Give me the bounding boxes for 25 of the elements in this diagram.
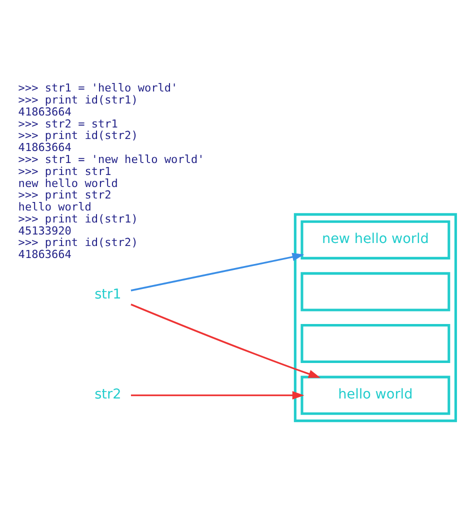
label: >>> print id(str2) xyxy=(18,236,138,250)
label: 41863664 xyxy=(18,248,72,262)
label: >>> print str1 xyxy=(18,164,112,178)
label: >>> str1 = 'hello world' xyxy=(18,82,178,95)
node-box: new hello world xyxy=(300,220,450,260)
node-box xyxy=(300,324,450,364)
label: >>> str1 = 'new hello world' xyxy=(18,152,204,166)
label: >>> print id(str2) xyxy=(18,129,138,142)
label: 41863664 xyxy=(18,105,72,118)
arrow xyxy=(130,304,320,378)
node-box: hello world xyxy=(300,376,450,415)
label: >>> str2 = str1 xyxy=(18,117,118,130)
label: hello world xyxy=(18,200,92,214)
label: 45133920 xyxy=(18,224,72,238)
node-text: str1 xyxy=(94,286,122,302)
node-box xyxy=(300,272,450,312)
label: new hello world xyxy=(18,176,118,190)
label: 41863664 xyxy=(18,141,72,154)
label: >>> print str2 xyxy=(18,188,112,202)
node-text: str2 xyxy=(94,386,122,403)
arrow xyxy=(130,252,304,292)
arrow xyxy=(130,391,304,400)
label: >>> print id(str1) xyxy=(18,94,138,107)
cluster xyxy=(294,213,457,422)
label: >>> print id(str1) xyxy=(18,212,138,226)
